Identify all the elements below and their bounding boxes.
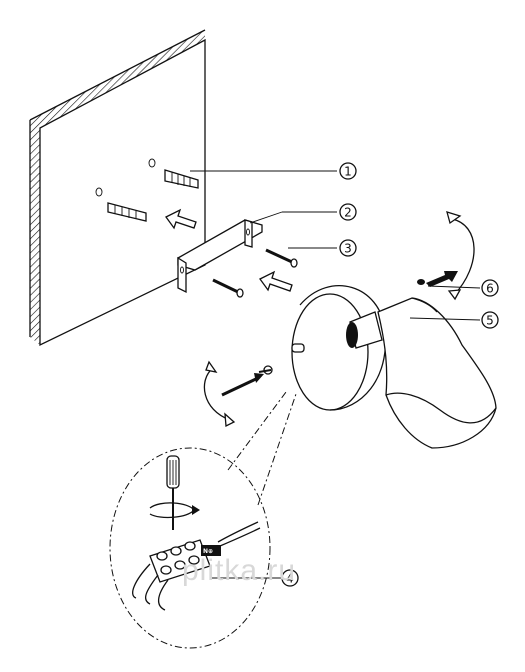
wall-plug-lower bbox=[107, 202, 147, 222]
lamp-shade bbox=[377, 297, 497, 449]
svg-text:1: 1 bbox=[344, 165, 352, 179]
callout-1: 1 bbox=[339, 162, 357, 180]
watermark: plitka.ru bbox=[182, 554, 296, 587]
svg-text:2: 2 bbox=[344, 206, 352, 220]
screwdriver-icon bbox=[149, 455, 200, 530]
screw-upper bbox=[265, 248, 298, 268]
lamp-arm bbox=[346, 311, 383, 349]
mounting-bracket bbox=[177, 219, 263, 294]
svg-text:3: 3 bbox=[344, 242, 352, 256]
detail-leader-lines bbox=[227, 391, 297, 506]
callout-6: 6 bbox=[481, 279, 499, 297]
terminal-marking: N⊕ bbox=[203, 548, 213, 555]
wires bbox=[132, 521, 261, 611]
screw-mounting-lamp bbox=[258, 365, 273, 375]
wall-plug-upper bbox=[164, 169, 199, 189]
screw-lower bbox=[212, 278, 244, 298]
lamp-base-disc bbox=[291, 285, 387, 411]
small-screw-6 bbox=[417, 271, 458, 287]
arrow-toward-bracket bbox=[259, 270, 293, 292]
callout-4: 4 bbox=[281, 569, 299, 587]
terminal-block: N⊕ bbox=[149, 539, 221, 583]
arrow-toward-wall-upper bbox=[165, 208, 197, 230]
wiring-detail-view: N⊕ bbox=[109, 447, 271, 649]
svg-text:6: 6 bbox=[486, 282, 494, 296]
callout-leaders bbox=[190, 170, 481, 579]
callout-3: 3 bbox=[339, 239, 357, 257]
rotation-arrow-lower bbox=[203, 360, 236, 428]
callout-2: 2 bbox=[339, 203, 357, 221]
svg-text:4: 4 bbox=[286, 572, 294, 586]
rotation-arrow-upper bbox=[446, 211, 475, 301]
wall bbox=[29, 29, 206, 347]
arrow-to-lamp-base bbox=[221, 373, 264, 397]
callout-5: 5 bbox=[481, 311, 499, 329]
wall-holes bbox=[95, 158, 156, 197]
svg-text:5: 5 bbox=[486, 314, 494, 328]
